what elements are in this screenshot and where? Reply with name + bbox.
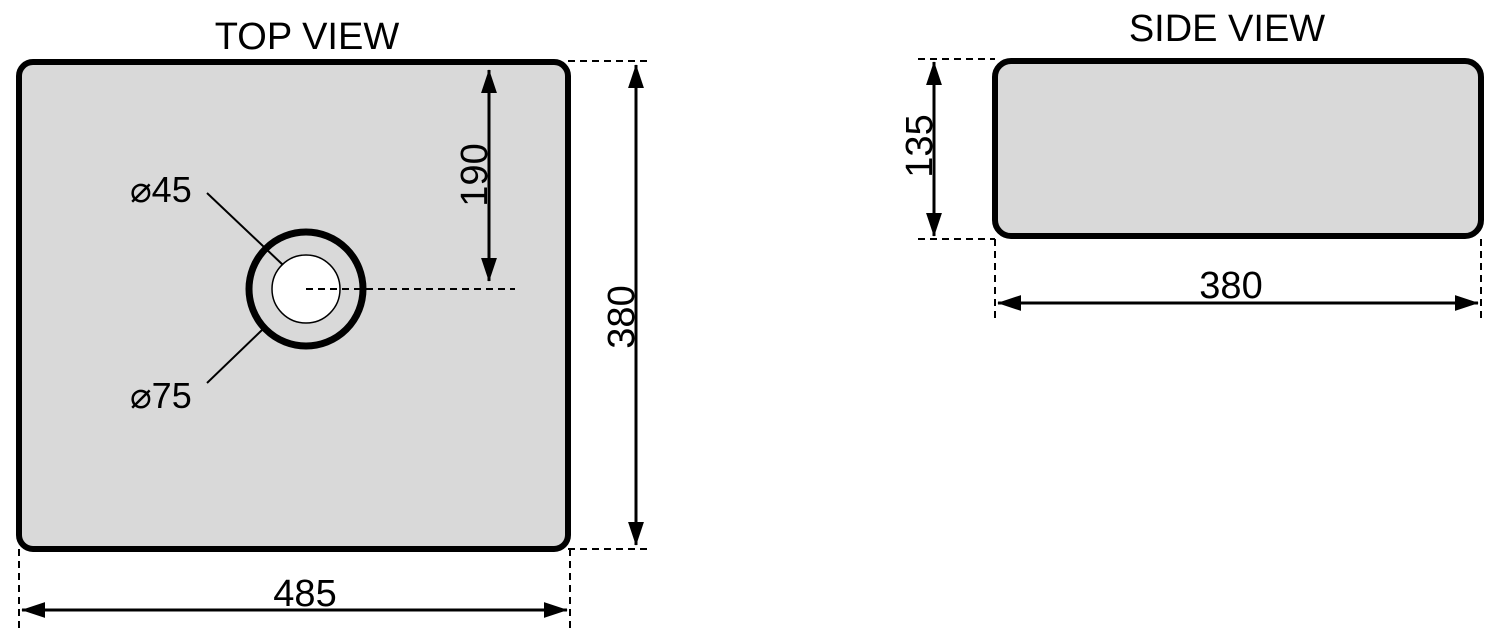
outer-diameter-label: ⌀75 <box>130 375 192 416</box>
top-view-title: TOP VIEW <box>215 16 400 58</box>
top-view: TOP VIEW ⌀45 ⌀75 190 380 485 <box>16 16 650 628</box>
top-height-label: 380 <box>601 285 643 348</box>
side-width-label: 380 <box>1199 265 1262 307</box>
outer-diameter-leader <box>206 329 263 384</box>
drain-offset-label: 190 <box>454 143 496 206</box>
basin-side-outline <box>992 58 1484 239</box>
side-view-title: SIDE VIEW <box>1129 8 1325 50</box>
side-height-label: 135 <box>899 114 941 177</box>
inner-diameter-label: ⌀45 <box>130 169 192 210</box>
top-width-label: 485 <box>273 573 336 615</box>
inner-diameter-leader <box>206 192 284 266</box>
side-view: SIDE VIEW 135 380 <box>899 8 1484 318</box>
